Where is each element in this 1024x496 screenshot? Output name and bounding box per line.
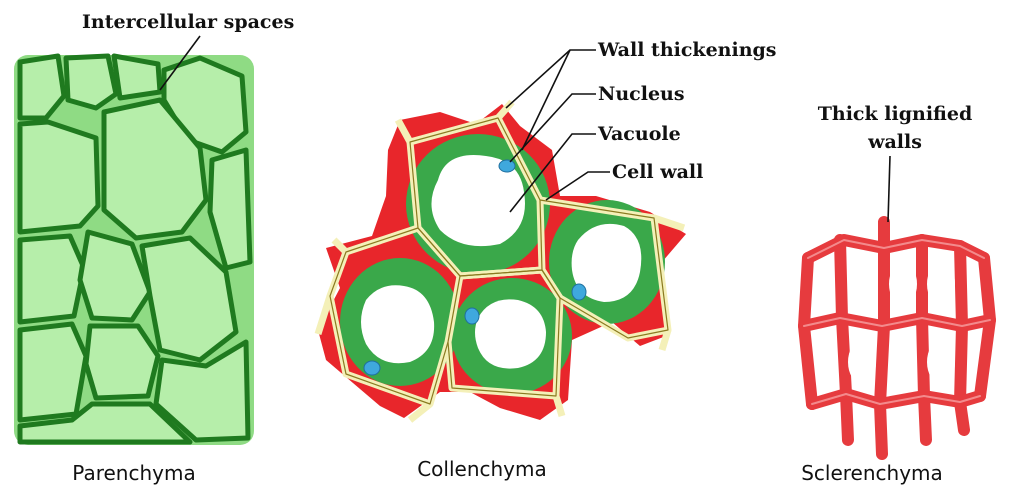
wall-thickenings-label: Wall thickenings <box>597 39 777 61</box>
cell-wall-leader <box>545 171 610 201</box>
parenchyma-cells <box>17 53 253 445</box>
cell-wall-outline <box>329 227 461 405</box>
cell-lumen <box>889 340 917 384</box>
sclerenchyma-walls <box>798 216 996 460</box>
cell-lumen <box>927 340 955 384</box>
nucleus <box>464 307 480 325</box>
cell-lumen <box>848 340 876 384</box>
vacuole-label: Vacuole <box>597 123 681 145</box>
cell-wall-stub <box>314 99 686 423</box>
parenchyma-cell <box>83 323 161 401</box>
parenchyma-cell <box>63 53 119 111</box>
parenchyma-cell <box>17 321 89 423</box>
intercellular-spaces-callout: Intercellular spaces <box>82 11 294 91</box>
collenchyma-caption: Collenchyma <box>417 457 547 481</box>
nucleus-label: Nucleus <box>598 83 685 105</box>
vacuole <box>475 299 546 369</box>
sclerenchyma-highlight <box>811 393 981 405</box>
cell-wall-outline <box>447 269 561 397</box>
parenchyma-cell <box>17 119 101 235</box>
nucleus <box>363 360 381 376</box>
vacuole <box>571 223 642 302</box>
collenchyma-callouts: Wall thickenings Nucleus Vacuole Cell wa… <box>505 39 777 213</box>
parenchyma-cell <box>101 97 209 241</box>
thick-lignified-label-line1: Thick lignified <box>818 103 972 125</box>
parenchyma-cell <box>139 235 239 363</box>
vacuole <box>431 155 525 247</box>
nucleus-leader <box>509 93 596 163</box>
parenchyma-cell <box>77 229 153 323</box>
sclerenchyma-col <box>954 240 970 436</box>
intercellular-spaces-label: Intercellular spaces <box>82 11 294 33</box>
vacuole <box>361 285 435 364</box>
parenchyma-cell <box>111 53 163 101</box>
collenchyma-nuclei <box>363 159 587 376</box>
cell-lumen <box>927 262 955 306</box>
intercellular-spaces-leader <box>159 35 201 91</box>
sclerenchyma-col <box>874 216 890 460</box>
collenchyma-tissue <box>314 99 686 423</box>
nucleus <box>571 283 587 301</box>
wall-thickenings-leader <box>505 49 596 109</box>
thick-lignified-label-line2: walls <box>867 131 922 153</box>
vacuole-leader <box>509 133 596 213</box>
cell-wall-label: Cell wall <box>612 161 703 183</box>
sclerenchyma-col <box>916 234 932 446</box>
parenchyma-cell <box>153 339 251 443</box>
sclerenchyma-col <box>834 234 854 446</box>
thick-lignified-walls-callout: Thick lignified walls <box>818 103 972 223</box>
parenchyma-cell <box>207 147 253 271</box>
nucleus <box>498 159 516 173</box>
sclerenchyma-caption: Sclerenchyma <box>801 461 943 485</box>
wall-thickenings-leader-2 <box>521 49 571 151</box>
cell-lumen <box>889 262 917 306</box>
cell-lumen <box>848 262 876 306</box>
parenchyma-caption: Parenchyma <box>72 461 195 485</box>
parenchyma-tissue <box>14 53 254 445</box>
collenchyma-cell-walls <box>314 99 686 423</box>
sclerenchyma-highlight <box>807 239 985 259</box>
sclerenchyma-lumens <box>848 262 955 384</box>
thick-lignified-leader <box>887 155 891 223</box>
sclerenchyma-col <box>798 252 818 410</box>
parenchyma-cell <box>17 233 87 325</box>
parenchyma-cell <box>17 53 67 121</box>
parenchyma-cell <box>17 401 193 445</box>
sclerenchyma-highlight <box>803 317 991 327</box>
sclerenchyma-tissue <box>798 216 996 460</box>
collenchyma-vacuoles <box>361 155 642 369</box>
